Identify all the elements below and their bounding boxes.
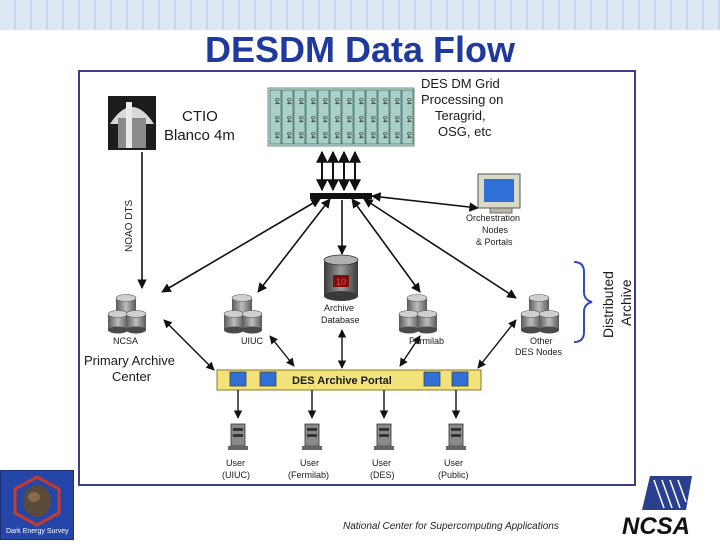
user-computer-icon — [228, 423, 248, 450]
user-label-sub: (Public) — [438, 470, 469, 480]
grid-label-3: Teragrid, — [435, 108, 486, 123]
ncsa-logo-text: NCSA — [622, 513, 690, 538]
noao-label: NOAO DTS — [124, 199, 135, 252]
monitor-icon — [477, 173, 521, 214]
orchestration-label-2: Nodes — [482, 225, 509, 235]
orchestration-label-1: Orchestration — [466, 213, 520, 223]
portal-user-arrows — [233, 390, 461, 419]
grid-servers: 04 04 04 — [267, 87, 415, 147]
user-computer-icon — [445, 423, 467, 451]
user-label: User — [300, 458, 319, 468]
distributed-label-1: Distributed — [600, 271, 616, 338]
ctio-label-2: Blanco 4m — [164, 127, 235, 144]
node-label-ncsa: NCSA — [113, 336, 138, 346]
disk-counter: 10 — [336, 277, 346, 287]
user-label-sub: (UIUC) — [222, 470, 250, 480]
disk-stack-other — [520, 294, 560, 334]
server-label: 04 — [273, 116, 279, 123]
header-band — [0, 0, 720, 30]
user-label-sub: (DES) — [370, 470, 395, 480]
ctio-label-1: CTIO — [182, 108, 218, 125]
primary-archive-label-1: Primary Archive — [84, 353, 175, 368]
user-label: User — [372, 458, 391, 468]
server-label: 04 — [273, 132, 279, 139]
archive-db-label-1: Archive — [324, 303, 354, 313]
node-portal-arrows — [163, 319, 517, 371]
footer-text: National Center for Supercomputing Appli… — [343, 521, 559, 532]
grid-label-2: Processing on — [421, 92, 503, 107]
node-label-other-sub: DES Nodes — [515, 347, 563, 357]
des-logo-text: Dark Energy Survey — [6, 528, 69, 535]
archive-db-label-2: Database — [321, 315, 360, 325]
des-logo: Dark Energy Survey — [0, 470, 74, 540]
distributed-brace — [573, 261, 593, 343]
network-hub — [310, 193, 372, 199]
server-label: 04 — [273, 98, 279, 105]
ncsa-logo: NCSA — [620, 474, 718, 540]
data-flow-diagram: CTIO Blanco 4m 04 04 04 DES DM Grid Proc… — [84, 76, 634, 480]
orchestration-label-3: & Portals — [476, 237, 513, 247]
user-computer-icon — [373, 423, 395, 451]
node-label-fermilab: Fermilab — [409, 336, 444, 346]
portal-label: DES Archive Portal — [292, 375, 392, 387]
grid-label-1: DES DM Grid — [421, 76, 500, 91]
user-label: User — [444, 458, 463, 468]
hub-node-arrows — [161, 192, 517, 299]
disk-stack-fermilab — [398, 294, 438, 334]
user-label: User — [226, 458, 245, 468]
node-label-uiuc: UIUC — [241, 336, 263, 346]
primary-archive-label-2: Center — [112, 369, 152, 384]
user-label-sub: (Fermilab) — [288, 470, 329, 480]
portal-monitors — [229, 371, 469, 387]
node-label-other: Other — [530, 336, 553, 346]
disk-stack-ncsa — [107, 294, 147, 334]
grid-label-4: OSG, etc — [438, 124, 492, 139]
distributed-label-2: Archive — [618, 279, 634, 326]
page-title: DESDM Data Flow — [204, 29, 516, 70]
telescope-icon — [108, 96, 156, 150]
grid-hub-arrows — [316, 150, 361, 192]
user-computer-icon — [301, 423, 323, 451]
database-icon: 10 — [323, 254, 359, 301]
archive-portal-bar — [216, 369, 482, 391]
disk-stack-uiuc — [223, 294, 263, 334]
